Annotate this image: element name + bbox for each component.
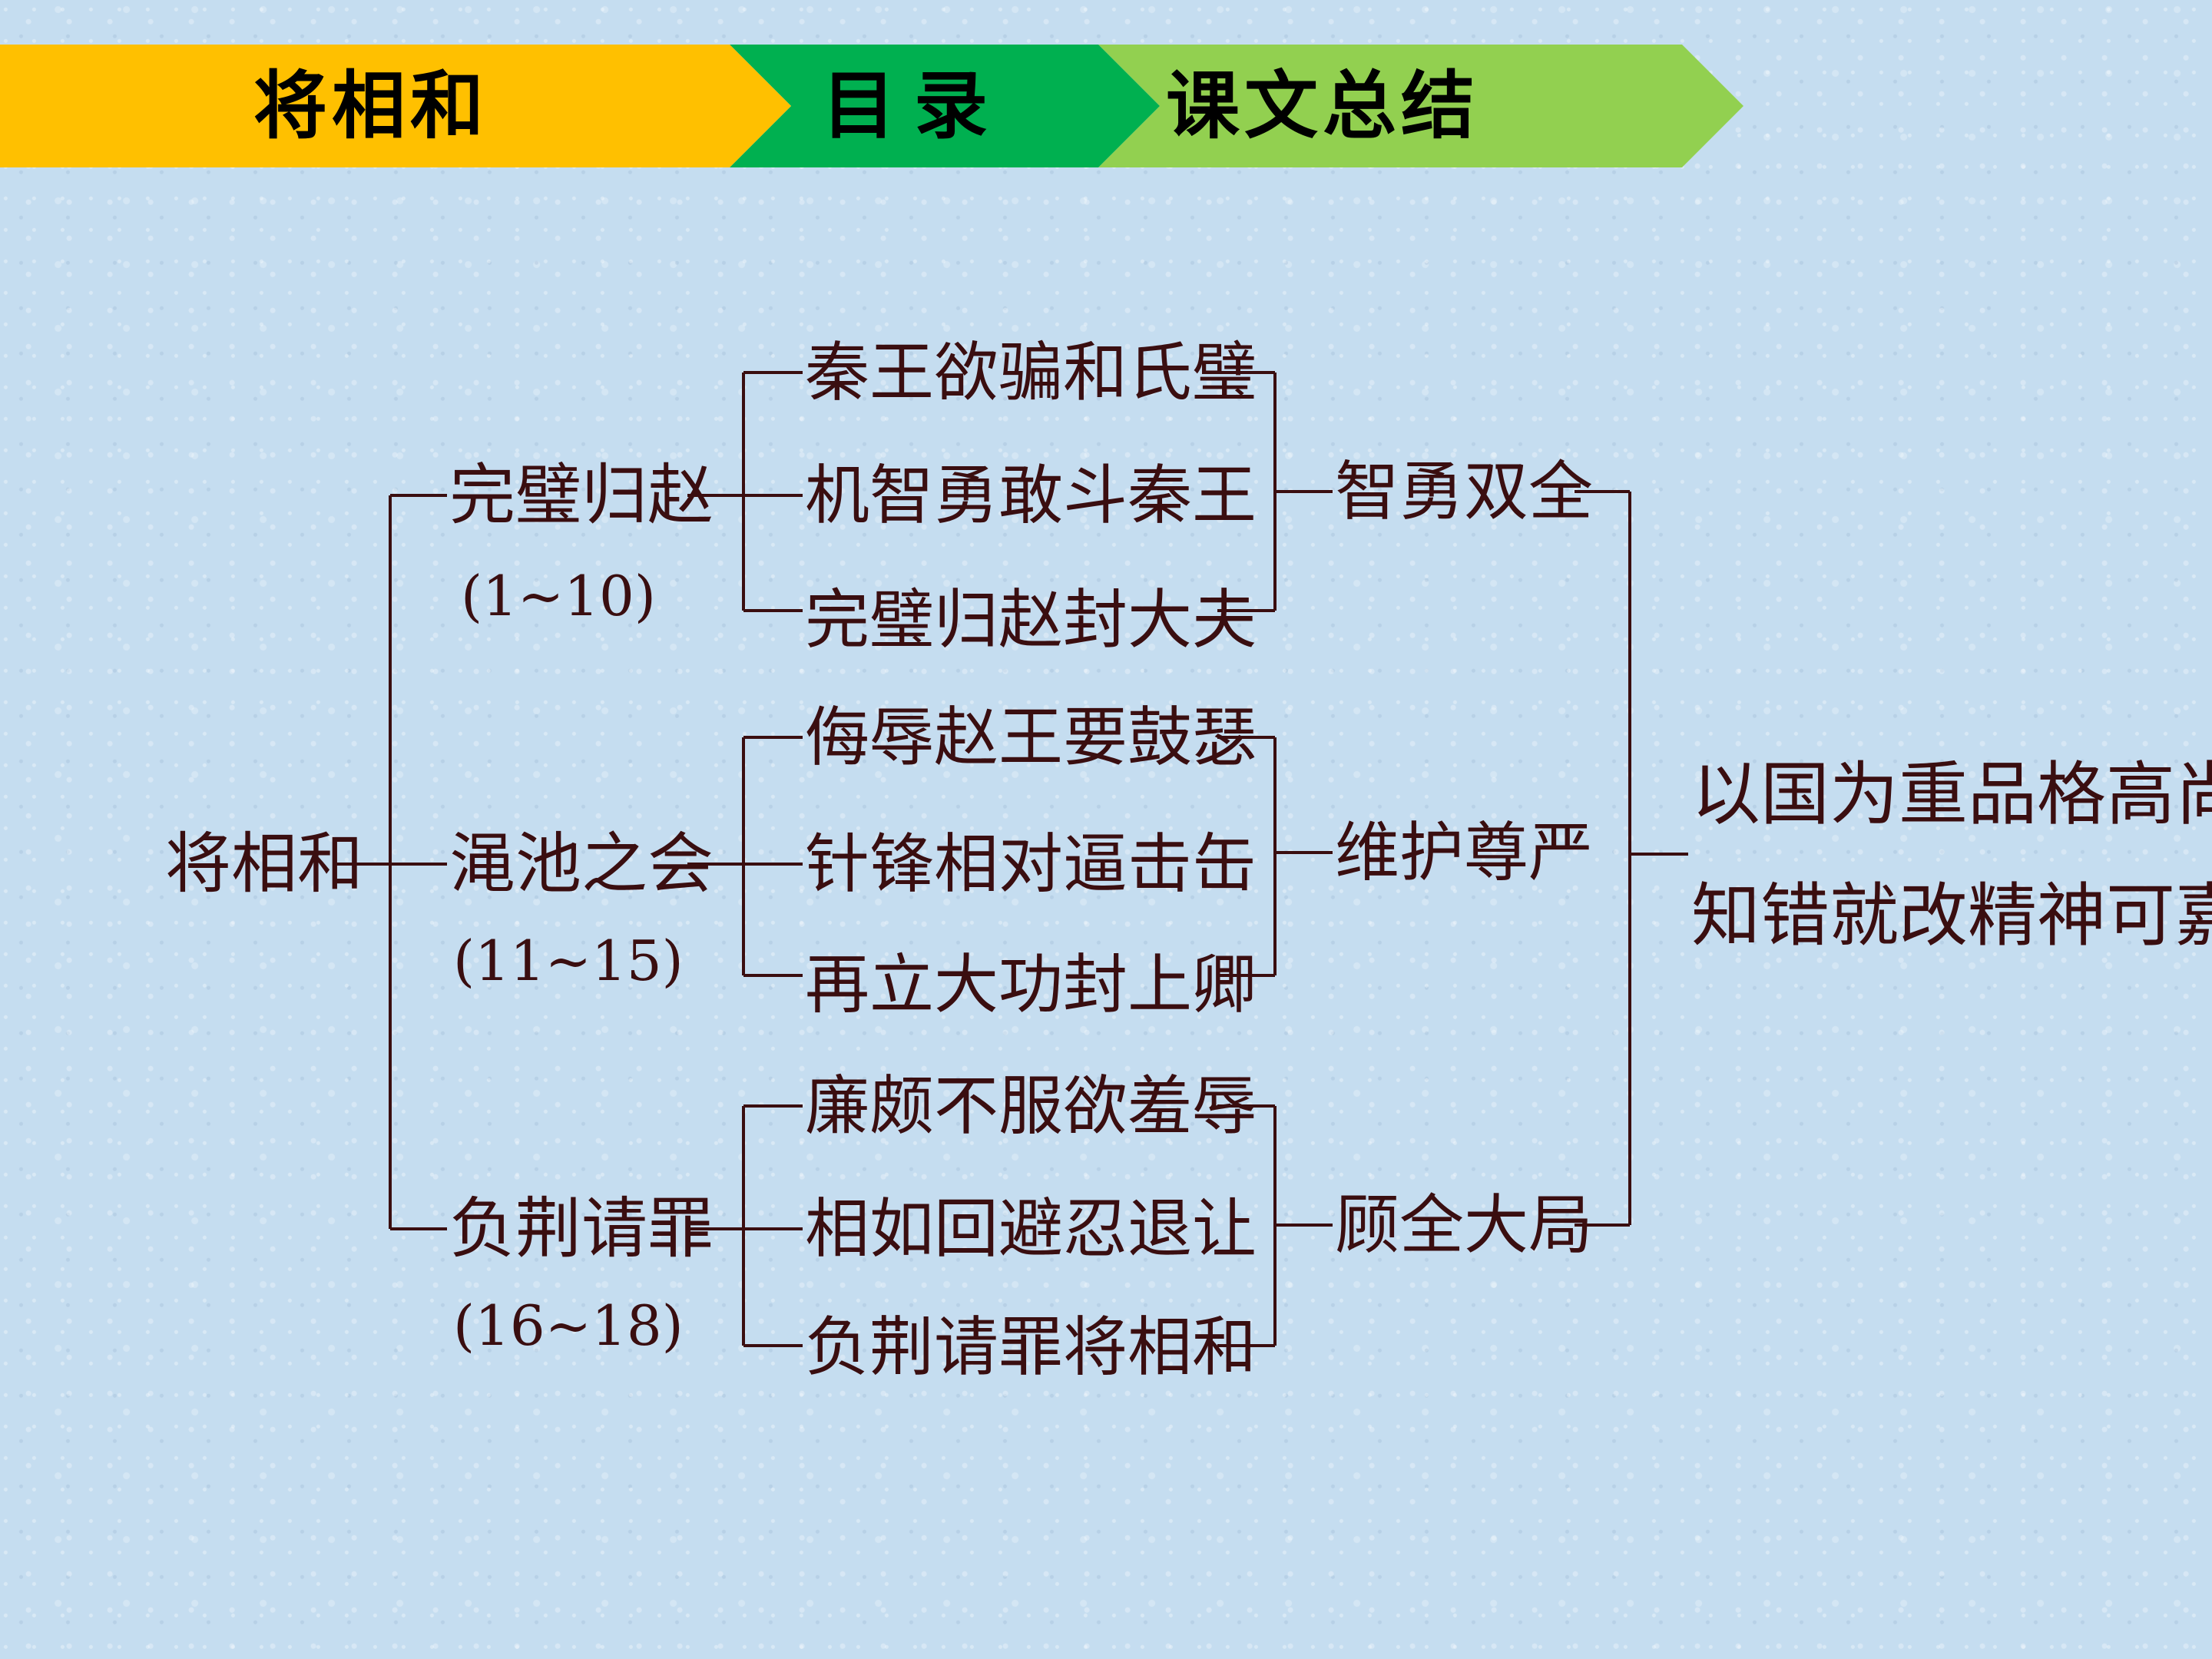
event-node: 侮辱赵王要鼓瑟 [805,700,1257,775]
nav-tab-title[interactable]: 将相和 [0,45,791,167]
section-title: 完璧归赵 [449,457,714,534]
section-title: 渑池之会 [449,826,714,902]
trait-node: 顾全大局 [1335,1187,1594,1263]
nav-tab-contents[interactable]: 目录 [730,45,1160,167]
trait-node: 智勇双全 [1335,454,1594,529]
nav-tab-contents-label: 目录 [822,62,1006,149]
event-node: 再立大功封上卿 [805,947,1257,1022]
trait-node: 维护尊严 [1335,815,1594,890]
event-node: 相如回避忍退让 [805,1191,1257,1267]
section-range: (1~10) [461,564,656,628]
event-node: 针锋相对逼击缶 [805,826,1257,902]
event-node: 机智勇敢斗秦王 [805,458,1257,533]
event-node: 廉颇不服欲羞辱 [805,1068,1257,1144]
conclusion-line: 知错就改精神可嘉 [1691,876,2212,956]
section-range: (16~18) [453,1293,684,1358]
nav-tab-summary[interactable]: 课文总结 [1098,45,1743,167]
event-node: 秦王欲骗和氏璧 [805,335,1257,410]
nav-tab-title-label: 将相和 [253,62,488,149]
event-node: 负荆请罪将相和 [805,1310,1257,1385]
root-node: 将相和 [165,826,363,902]
section-title: 负荆请罪 [449,1190,714,1267]
event-node: 完璧归赵封大夫 [805,582,1257,657]
conclusion-line: 以国为重品格高尚 [1691,754,2212,835]
section-range: (11~15) [453,929,684,993]
nav-tab-summary-label: 课文总结 [1166,62,1479,149]
header-nav: 将相和 目录 课文总结 [0,45,1743,167]
